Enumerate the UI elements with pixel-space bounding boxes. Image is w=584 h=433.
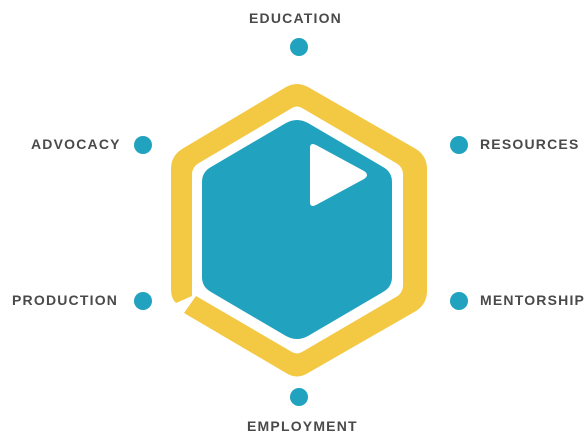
node-label-advocacy: ADVOCACY	[31, 136, 121, 152]
node-label-production: PRODUCTION	[12, 292, 119, 308]
node-label-employment: EMPLOYMENT	[247, 418, 358, 433]
employment-dot-icon	[290, 388, 308, 406]
advocacy-dot-icon	[134, 136, 152, 154]
education-dot-icon	[290, 38, 308, 56]
node-label-education: EDUCATION	[249, 10, 342, 26]
teal-hexagon-icon	[202, 120, 392, 339]
production-dot-icon	[134, 292, 152, 310]
resources-dot-icon	[450, 136, 468, 154]
mentorship-dot-icon	[450, 292, 468, 310]
play-icon	[310, 144, 367, 206]
node-label-mentorship: MENTORSHIP	[480, 292, 584, 308]
node-label-resources: RESOURCES	[480, 136, 580, 152]
